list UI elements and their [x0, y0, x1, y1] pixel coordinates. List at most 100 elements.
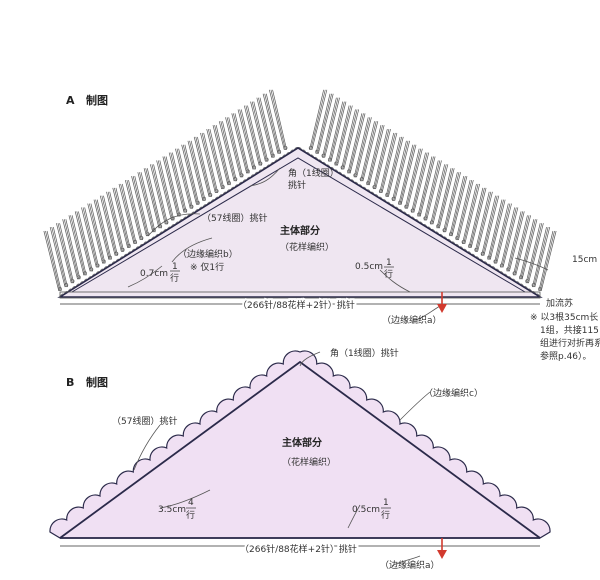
fringe-strand [53, 226, 68, 288]
fringe-strand [57, 223, 73, 284]
fringe-knot [372, 185, 377, 189]
panel-a-heading: 制图 [86, 93, 108, 107]
fringe-tassel [187, 140, 206, 201]
fringe-knot [101, 259, 106, 264]
fringe-note-1: ※ 以3根35cm长 [530, 311, 598, 323]
fringe-strand [532, 226, 547, 288]
fringe-strand [269, 89, 285, 150]
fringe-strand [436, 168, 452, 229]
fringe-tassel [487, 199, 506, 260]
fringe-strand [475, 191, 492, 252]
fringe-strand [481, 195, 496, 256]
fringe-strand [444, 172, 460, 233]
fringe-strand [348, 113, 364, 174]
fringe-strand [321, 97, 337, 158]
fringe-tassel [68, 215, 87, 276]
fringe-tassel [269, 89, 288, 150]
fringe-knot [487, 255, 491, 260]
fringe-tassel [118, 183, 138, 245]
fringe-knot [258, 161, 263, 166]
fringe-strand [150, 164, 166, 225]
fringe-strand [256, 97, 273, 158]
panel-b-heading: 制图 [86, 375, 108, 389]
fringe-knot [208, 192, 213, 197]
fringe-strand [156, 160, 172, 221]
fringe-knot [531, 283, 536, 287]
fringe-strand [502, 207, 519, 268]
fringe-strand [343, 109, 360, 170]
fringe-tassel [150, 164, 169, 225]
side-label-b: （57线圈）挑针 [112, 415, 177, 427]
bottom-edge-label-b: （边缘编织a） [380, 559, 440, 571]
fringe-strand [394, 140, 410, 201]
left-row-top-b: 4 [188, 498, 194, 508]
fringe-tassel [206, 128, 225, 190]
fringe-knot [58, 287, 62, 291]
fringe-tassel [353, 117, 372, 178]
fringe-strand [451, 176, 468, 237]
fringe-tassel [499, 207, 519, 268]
fringe-knot [353, 173, 358, 178]
fringe-tassel [461, 183, 481, 245]
fringe-strand [412, 152, 428, 213]
fringe-strand [368, 125, 385, 186]
fringe-tassel [181, 144, 200, 205]
fringe-strand [190, 140, 206, 201]
fringe-strand [49, 226, 66, 288]
fringe-knot [95, 263, 100, 268]
fringe-strand [501, 207, 517, 268]
fringe-strand [496, 203, 512, 264]
fringe-knot [518, 275, 523, 280]
fringe-strand [62, 219, 78, 280]
fringe-strand [215, 125, 231, 186]
fringe-strand [109, 191, 125, 252]
fringe-strand [234, 113, 250, 174]
fringe-strand [45, 230, 61, 292]
fringe-strand [128, 179, 143, 241]
left-row-top-a: 1 [172, 262, 178, 272]
fringe-tassel [506, 211, 525, 272]
fringe-knot [512, 271, 517, 276]
fringe-tassel [334, 105, 353, 166]
fringe-tassel [378, 132, 398, 194]
fringe-strand [195, 136, 211, 197]
fringe-tassel [168, 152, 188, 213]
fringe-strand [164, 156, 180, 217]
corner-label-a: 角（1线圈） [288, 167, 339, 179]
right-row-bot-b: 行 [381, 509, 390, 521]
fringe-strand [270, 89, 286, 150]
fringe-knot [429, 220, 434, 225]
fringe-knot [277, 149, 282, 154]
right-dim-b: 0.5cm [352, 505, 380, 515]
fringe-strand [509, 211, 525, 272]
fringe-strand [222, 121, 237, 182]
main-body-triangle-a [57, 147, 543, 298]
fringe-knot [283, 145, 288, 150]
fringe-strand [462, 183, 477, 245]
fringe-knot [397, 200, 402, 205]
fringe-strand [132, 176, 149, 237]
fringe-tassel [455, 179, 474, 241]
bottom-band-a [59, 291, 541, 299]
fringe-tassel [200, 132, 219, 194]
fringe-strand [157, 160, 174, 221]
fringe-strand [316, 93, 332, 154]
fringe-strand [126, 179, 142, 241]
leader-lines-a [127, 167, 549, 321]
fringe-strand [385, 136, 401, 197]
fringe-strand [442, 172, 458, 233]
fringe-strand [187, 140, 204, 201]
fringe-tassel [315, 93, 334, 154]
fringe-strand [372, 128, 388, 190]
fringe-strand [391, 140, 407, 201]
fringe-note-3: 组进行对折再系 [540, 337, 600, 349]
fringe-strand [379, 132, 395, 194]
fringe-strand [315, 93, 331, 154]
fringe-knot [152, 228, 156, 233]
fringe-strand [483, 195, 500, 256]
fringe-strand [168, 152, 185, 213]
fringe-strand [468, 187, 484, 248]
fringe-strand [231, 113, 248, 174]
fringe-strand [417, 156, 433, 217]
fringe-tassel [347, 113, 366, 174]
